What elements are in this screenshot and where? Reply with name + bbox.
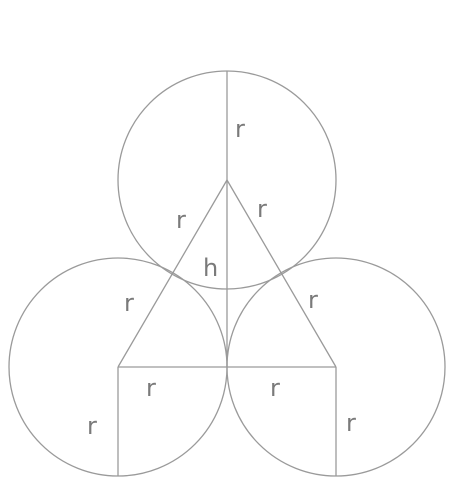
label-r-top-right-side: r <box>257 195 267 223</box>
label-height: h <box>203 254 218 282</box>
label-r-top-vertical: r <box>235 115 245 143</box>
label-r-left-vertical: r <box>87 412 97 440</box>
label-r-base-right: r <box>270 374 280 402</box>
label-r-right-side: r <box>308 286 318 314</box>
label-r-base-left: r <box>146 374 156 402</box>
label-r-top-left-side: r <box>176 206 186 234</box>
triangle-left-side <box>117 179 228 368</box>
label-r-right-vertical: r <box>346 409 356 437</box>
label-r-left-side: r <box>124 289 134 317</box>
triangle-right-side <box>226 179 337 368</box>
